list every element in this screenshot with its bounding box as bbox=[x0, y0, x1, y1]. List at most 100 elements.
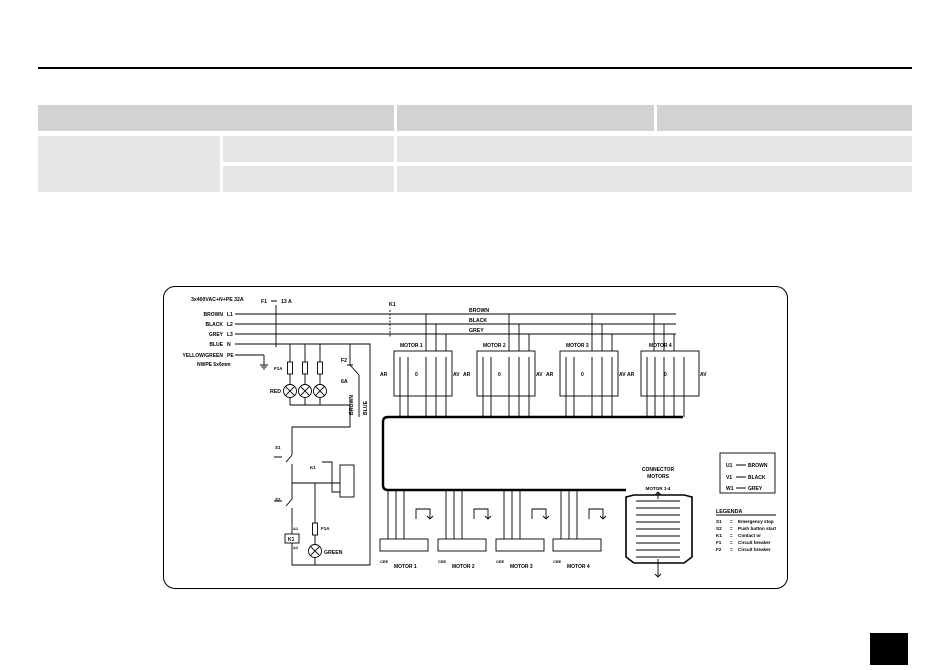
supply-lines: BROWN L1 BLACK L2 GREY L3 BLUE N YELLOW/… bbox=[182, 312, 234, 368]
svg-text:=: = bbox=[730, 540, 733, 545]
svg-text:U1: U1 bbox=[726, 463, 733, 469]
legend: LEGENDA S1 = Emergency stop S2 = Push bu… bbox=[716, 509, 776, 552]
svg-text:AR: AR bbox=[546, 372, 554, 378]
svg-text:S1: S1 bbox=[716, 519, 722, 524]
motor-switch-1: MOTOR 1 AR 0 AV bbox=[380, 343, 460, 417]
svg-text:A1: A1 bbox=[293, 526, 299, 531]
legend-title: LEGENDA bbox=[716, 509, 742, 515]
table-header-cell-1 bbox=[38, 105, 394, 131]
svg-text:V1: V1 bbox=[726, 475, 732, 481]
svg-text:MOTOR 2: MOTOR 2 bbox=[452, 564, 475, 570]
wire-color-code: U1 BROWN V1 BLACK W1 GREY bbox=[719, 452, 776, 494]
header-rule bbox=[38, 67, 912, 69]
k1-aux-block bbox=[339, 464, 355, 498]
svg-text:Contact or: Contact or bbox=[738, 533, 761, 538]
svg-text:K1: K1 bbox=[716, 533, 722, 538]
svg-text:K1: K1 bbox=[288, 537, 295, 543]
svg-text:CEE: CEE bbox=[496, 559, 505, 564]
svg-text:0: 0 bbox=[498, 372, 501, 378]
f1-outputs bbox=[264, 313, 394, 345]
svg-text:BLUE: BLUE bbox=[209, 342, 223, 348]
svg-text:GREY: GREY bbox=[748, 486, 763, 492]
wiring-diagram: 3x400VAC+N+PE 32A BROWN L1 BLACK L2 GREY… bbox=[163, 286, 788, 589]
svg-text:GREY: GREY bbox=[209, 332, 224, 338]
svg-text:MOTORS: MOTORS bbox=[647, 474, 670, 480]
cee-outlet-4: CEE MOTOR 4 bbox=[552, 490, 607, 570]
svg-text:F1: F1 bbox=[716, 540, 722, 545]
svg-text:Circuit breaker: Circuit breaker bbox=[738, 540, 771, 545]
cee-outlet-1: CEE MOTOR 1 bbox=[379, 490, 434, 570]
svg-text:AR: AR bbox=[380, 372, 388, 378]
svg-text:BROWN: BROWN bbox=[748, 463, 768, 469]
svg-text:CEE: CEE bbox=[553, 559, 562, 564]
supply-cable: NWPE 5x6mm bbox=[197, 362, 231, 368]
svg-text:MOTOR 3: MOTOR 3 bbox=[510, 564, 533, 570]
svg-text:L1: L1 bbox=[227, 312, 233, 318]
cee-outlet-3: CEE MOTOR 3 bbox=[495, 490, 550, 570]
svg-text:BLACK: BLACK bbox=[206, 322, 224, 328]
motor-switch-3: MOTOR 3 AR 0 AV bbox=[546, 343, 626, 417]
bus-lines bbox=[394, 313, 676, 335]
page-number-tab bbox=[870, 633, 908, 665]
svg-text:Emergency stop: Emergency stop bbox=[738, 519, 774, 524]
svg-text:AV: AV bbox=[453, 372, 460, 378]
svg-text:CEE: CEE bbox=[438, 559, 447, 564]
s1-label: S1 bbox=[275, 445, 281, 450]
bus-label-black: BLACK bbox=[469, 318, 487, 324]
svg-text:AR: AR bbox=[463, 372, 471, 378]
table-row-label-cell bbox=[38, 136, 220, 192]
f2-rating: 6A bbox=[341, 379, 348, 385]
svg-text:L2: L2 bbox=[227, 322, 233, 328]
lamp-green-label: GREEN bbox=[324, 550, 343, 556]
svg-text:=: = bbox=[730, 526, 733, 531]
table-row-1-value-cell bbox=[397, 136, 912, 162]
svg-text:=: = bbox=[730, 547, 733, 552]
svg-text:AV: AV bbox=[619, 372, 626, 378]
bus-label-brown: BROWN bbox=[469, 308, 489, 314]
connector-motors: CONNECTOR MOTORS MOTOR 1-4 bbox=[625, 467, 693, 578]
svg-text:BROWN: BROWN bbox=[204, 312, 224, 318]
table-header-cell-3 bbox=[657, 105, 912, 131]
svg-text:S2: S2 bbox=[716, 526, 722, 531]
wire-blue-label: BLUE bbox=[363, 400, 369, 415]
svg-text:=: = bbox=[730, 519, 733, 524]
f2-breaker bbox=[347, 343, 371, 417]
supply-title: 3x400VAC+N+PE 32A bbox=[191, 297, 244, 303]
fuse-feeds bbox=[289, 344, 321, 362]
fuse-green bbox=[312, 522, 318, 536]
fuse-label-2: F1A bbox=[321, 526, 330, 531]
table-row-2-sub-cell bbox=[223, 166, 394, 192]
bus-drops bbox=[425, 314, 675, 367]
svg-text:MOTOR 4: MOTOR 4 bbox=[649, 343, 672, 349]
svg-text:0: 0 bbox=[664, 372, 667, 378]
svg-text:MOTOR 4: MOTOR 4 bbox=[567, 564, 590, 570]
supply-terminals bbox=[235, 313, 264, 356]
wiring-schematic: 3x400VAC+N+PE 32A BROWN L1 BLACK L2 GREY… bbox=[182, 297, 776, 578]
table-row-2-value-cell bbox=[397, 166, 912, 192]
svg-text:F2: F2 bbox=[716, 547, 722, 552]
svg-text:CONNECTOR: CONNECTOR bbox=[642, 467, 675, 473]
svg-text:W1: W1 bbox=[726, 486, 734, 492]
trunk-cable bbox=[381, 415, 683, 492]
f1-label: F1 bbox=[261, 299, 267, 305]
fuse-2 bbox=[302, 361, 308, 375]
svg-text:Push button start: Push button start bbox=[738, 526, 776, 531]
k1-label: K1 bbox=[389, 302, 396, 308]
earth-symbol bbox=[260, 355, 268, 370]
fuse-label: F1A bbox=[274, 366, 283, 371]
svg-text:MOTOR 2: MOTOR 2 bbox=[483, 343, 506, 349]
s2-label: S2 bbox=[275, 497, 281, 502]
f2-label: F2 bbox=[341, 358, 347, 364]
motor-switch-2: MOTOR 2 AR 0 AV bbox=[463, 343, 543, 417]
svg-text:0: 0 bbox=[581, 372, 584, 378]
svg-text:Circuit breaker: Circuit breaker bbox=[738, 547, 771, 552]
svg-text:PE: PE bbox=[227, 353, 234, 359]
svg-text:MOTOR 1-4: MOTOR 1-4 bbox=[646, 486, 671, 491]
s1-emergency-stop bbox=[274, 454, 293, 483]
lamp-red-label: RED bbox=[270, 389, 281, 395]
svg-text:0: 0 bbox=[415, 372, 418, 378]
svg-text:MOTOR 1: MOTOR 1 bbox=[400, 343, 423, 349]
wire-brown-label: BROWN bbox=[349, 395, 355, 415]
f1-rating: 13 A bbox=[281, 299, 292, 305]
svg-text:=: = bbox=[730, 533, 733, 538]
